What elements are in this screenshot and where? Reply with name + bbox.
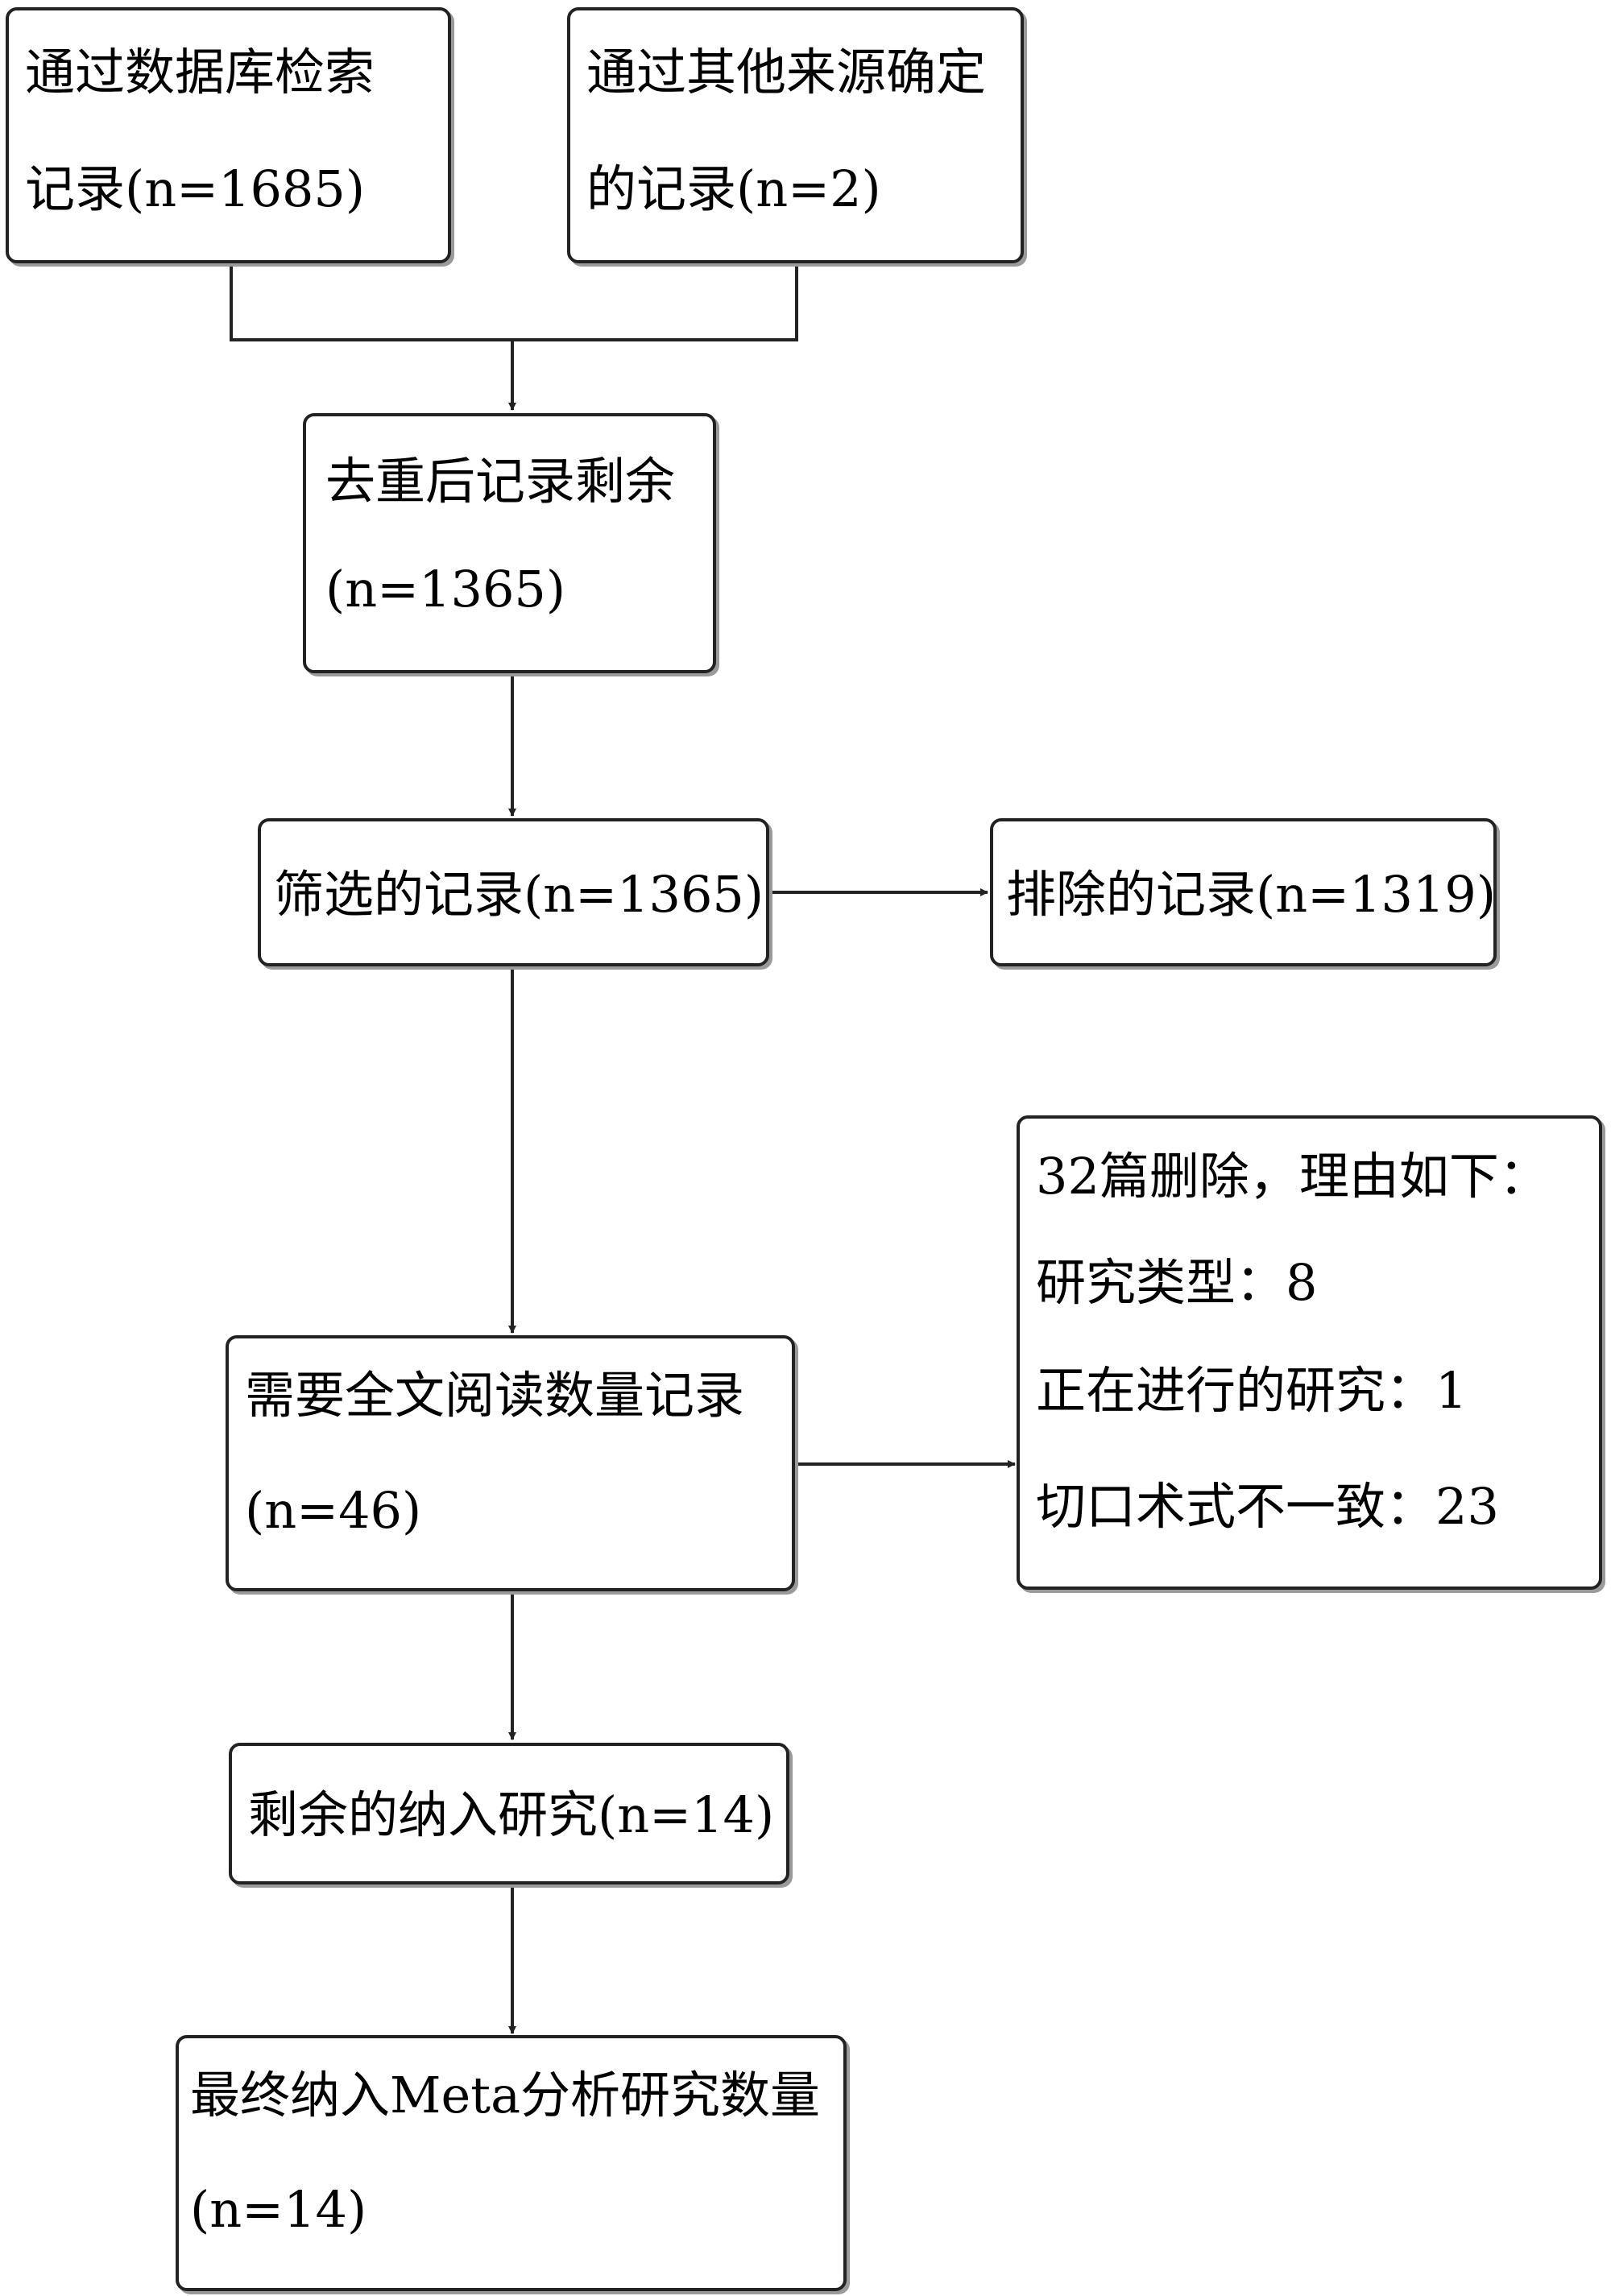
- fulltext-excluded-line1: 32篇删除，理由如下：: [1036, 1147, 1549, 1206]
- fulltext-box: 需要全文阅读数量记录 (n=46): [226, 1335, 795, 1591]
- other-sources-line2: 的记录(n=2): [586, 159, 881, 218]
- fulltext-excluded-line4: 切口术式不一致：23: [1036, 1477, 1499, 1536]
- db-search-line2: 记录(n=1685): [25, 159, 366, 218]
- other-sources-line1: 通过其他来源确定: [586, 43, 987, 101]
- fulltext-excluded-line2: 研究类型：8: [1036, 1253, 1318, 1312]
- other-sources-box: 通过其他来源确定 的记录(n=2): [567, 7, 1024, 263]
- fulltext-line1: 需要全文阅读数量记录: [245, 1366, 745, 1425]
- final-line2: (n=14): [190, 2180, 367, 2239]
- fulltext-excluded-box: 32篇删除，理由如下： 研究类型：8 正在进行的研究：1 切口术式不一致：23: [1017, 1115, 1602, 1590]
- excluded-box: 排除的记录(n=1319): [990, 818, 1497, 966]
- db-search-box: 通过数据库检索 记录(n=1685): [6, 7, 451, 263]
- remaining-box: 剩余的纳入研究(n=14): [229, 1743, 789, 1884]
- final-line1: 最终纳入Meta分析研究数量: [190, 2066, 821, 2124]
- dedup-line2: (n=1365): [325, 560, 566, 618]
- fulltext-line2: (n=46): [245, 1481, 422, 1540]
- final-box: 最终纳入Meta分析研究数量 (n=14): [176, 2035, 847, 2291]
- dedup-box: 去重后记录剩余 (n=1365): [303, 413, 716, 673]
- excluded-line1: 排除的记录(n=1319): [1006, 865, 1497, 924]
- dedup-line1: 去重后记录剩余: [325, 452, 676, 511]
- fulltext-excluded-line3: 正在进行的研究：1: [1036, 1361, 1468, 1420]
- db-search-line1: 通过数据库检索: [25, 43, 375, 101]
- connector-other-sources-down: [512, 263, 798, 341]
- screened-line1: 筛选的记录(n=1365): [274, 865, 764, 924]
- connector-db-search-down: [230, 263, 512, 341]
- screened-box: 筛选的记录(n=1365): [258, 818, 769, 966]
- remaining-line1: 剩余的纳入研究(n=14): [248, 1785, 775, 1844]
